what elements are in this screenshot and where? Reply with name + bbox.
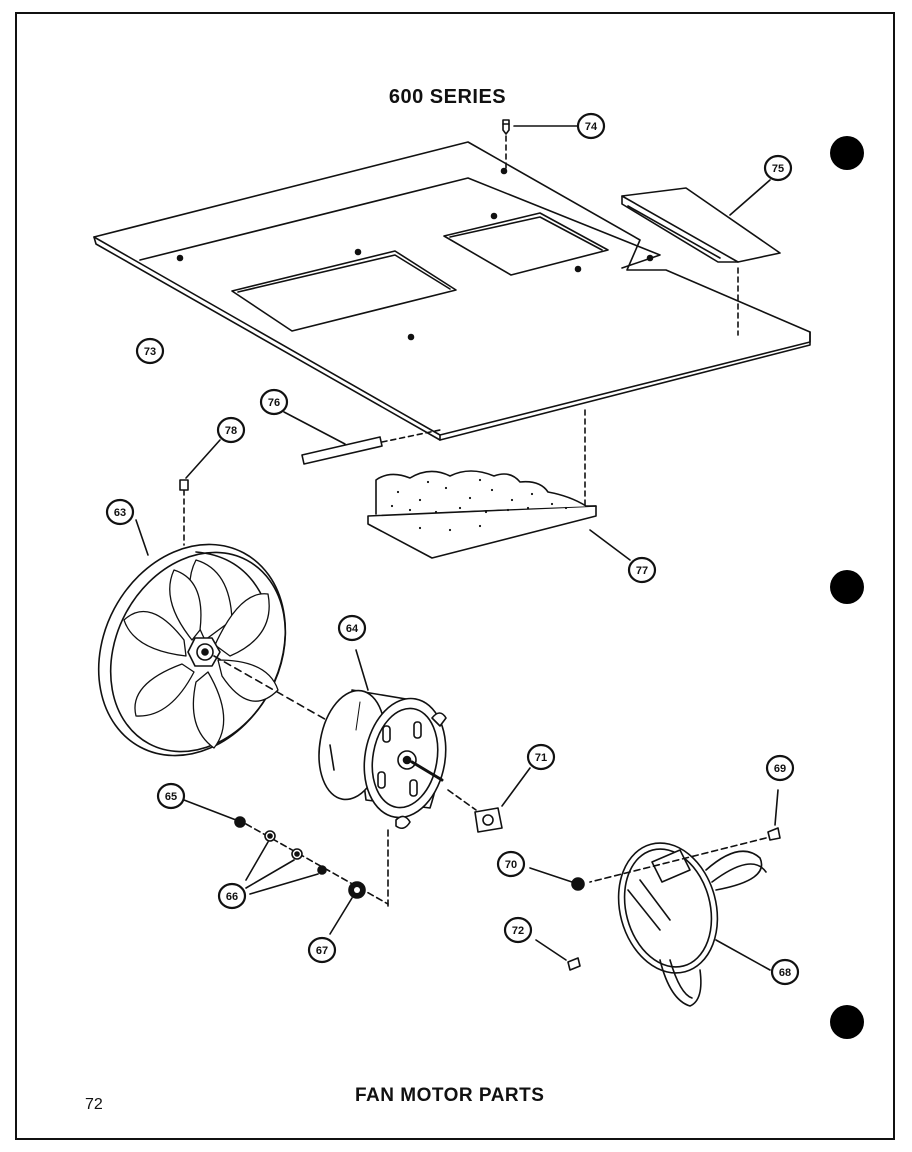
callout-67: 67 [316,945,328,957]
callout-65: 65 [165,791,177,803]
washer-stack [183,799,389,935]
page-number: 72 [85,1096,103,1113]
binder-hole-top [830,136,864,170]
callout-64: 64 [346,623,359,635]
fan-blade-63 [97,489,287,757]
callout-76: 76 [268,397,280,409]
motor-mount-68 [617,842,771,1007]
fan-motor-64 [318,649,447,830]
callout-66: 66 [226,891,238,903]
page-border [15,12,895,1140]
insulation-pad-77 [367,409,631,561]
callout-71: 71 [535,752,547,764]
callout-69: 69 [774,763,786,775]
capacitor-plate-71 [447,767,531,833]
callout-78: 78 [225,425,237,437]
series-title: 600 SERIES [388,86,507,108]
binder-hole-bottom [830,1005,864,1039]
top-cover-panel [93,141,811,441]
shaft-alignment-line [213,655,331,723]
screw-74 [502,119,579,169]
callout-70: 70 [505,859,517,871]
section-title: FAN MOTOR PARTS [355,1085,545,1106]
callout-75: 75 [772,163,784,175]
callout-63: 63 [114,507,126,519]
mount-hardware [529,789,781,971]
callout-72: 72 [512,925,524,937]
strip-76 [283,411,441,465]
nut-78 [179,439,221,491]
bracket-75 [621,179,781,336]
callout-circles [105,112,800,986]
callout-74: 74 [585,121,598,133]
callout-73: 73 [144,346,156,358]
callout-77: 77 [636,565,648,577]
binder-hole-middle [830,570,864,604]
callout-68: 68 [779,967,791,979]
